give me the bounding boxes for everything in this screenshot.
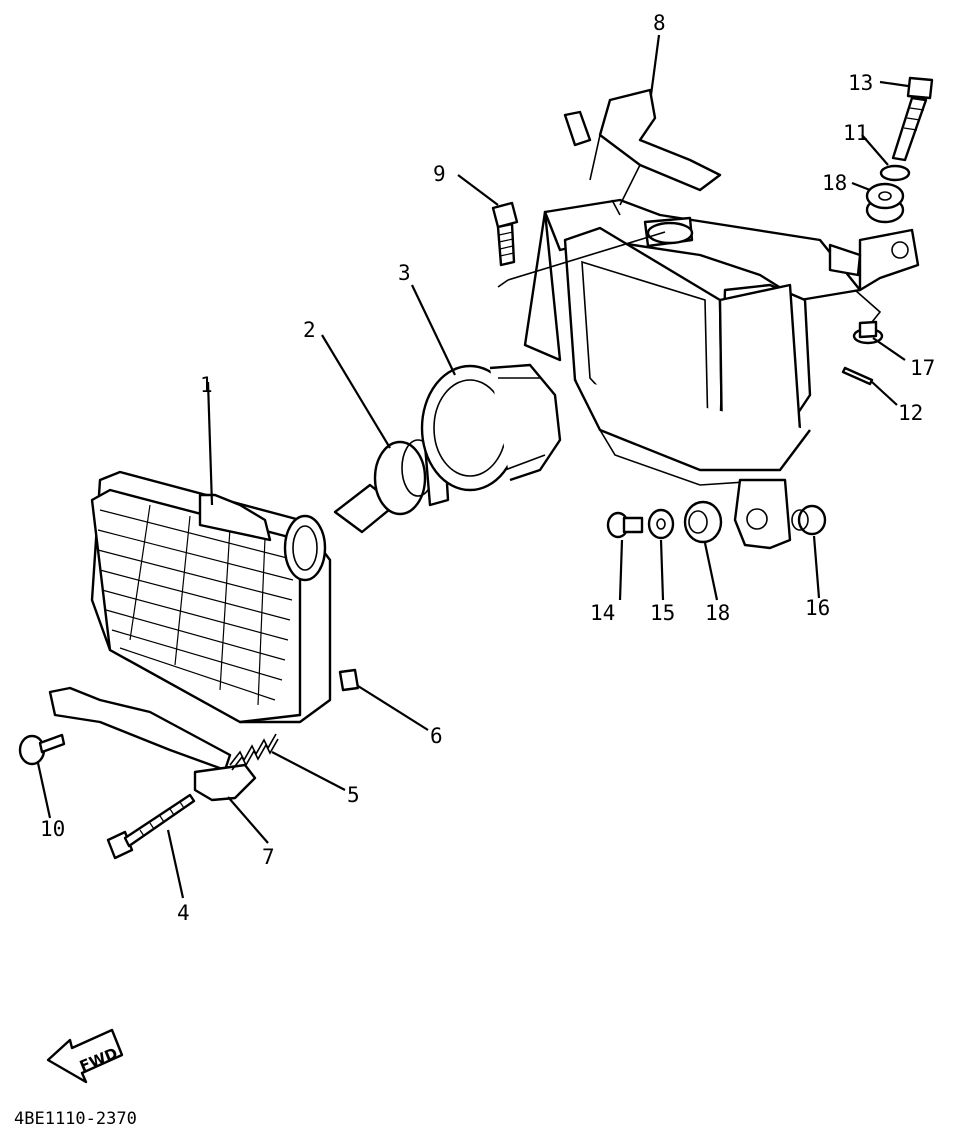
bolt-9	[491, 201, 519, 267]
bolt-13	[891, 76, 934, 162]
callout-2: 2	[303, 318, 316, 342]
bulb-socket	[420, 363, 562, 492]
callout-11: 11	[843, 121, 868, 145]
headlight-bracket	[523, 88, 920, 550]
callout-7: 7	[262, 845, 275, 869]
collar-17	[852, 320, 884, 345]
callout-14: 14	[590, 601, 615, 625]
callout-18-top: 18	[822, 171, 847, 195]
bolt-10	[18, 733, 66, 766]
callout-6: 6	[430, 724, 443, 748]
callout-1: 1	[200, 373, 213, 397]
callout-12: 12	[898, 401, 923, 425]
callout-17: 17	[910, 356, 935, 380]
callout-5: 5	[347, 783, 360, 807]
screw-14	[606, 511, 644, 539]
grommet-18-bottom	[683, 500, 723, 544]
callout-3: 3	[398, 261, 411, 285]
screw-4	[106, 793, 196, 860]
collar-16	[791, 504, 827, 536]
leader-lines	[36, 34, 909, 899]
grommet-18-top	[865, 182, 905, 224]
callout-9: 9	[433, 162, 446, 186]
callout-16: 16	[805, 596, 830, 620]
diagram-code: 4BE1110-2370	[14, 1109, 137, 1129]
callout-8: 8	[653, 11, 666, 35]
callouts: 1 2 3 4 5 6 7 8 9 10 11 12 13 14 15 16 1…	[40, 11, 935, 925]
callout-10: 10	[40, 817, 65, 841]
callout-15: 15	[650, 601, 675, 625]
callout-18-bottom: 18	[705, 601, 730, 625]
adjust-plate	[48, 686, 257, 802]
callout-13: 13	[848, 71, 873, 95]
screw-12	[841, 366, 874, 386]
fwd-arrow-icon: FWD	[46, 1028, 124, 1084]
headlight-unit	[90, 470, 332, 724]
washer-11	[879, 164, 911, 182]
callout-4: 4	[177, 901, 190, 925]
nut-6	[338, 668, 360, 692]
spring-5	[229, 733, 279, 771]
washer-15	[647, 508, 675, 540]
